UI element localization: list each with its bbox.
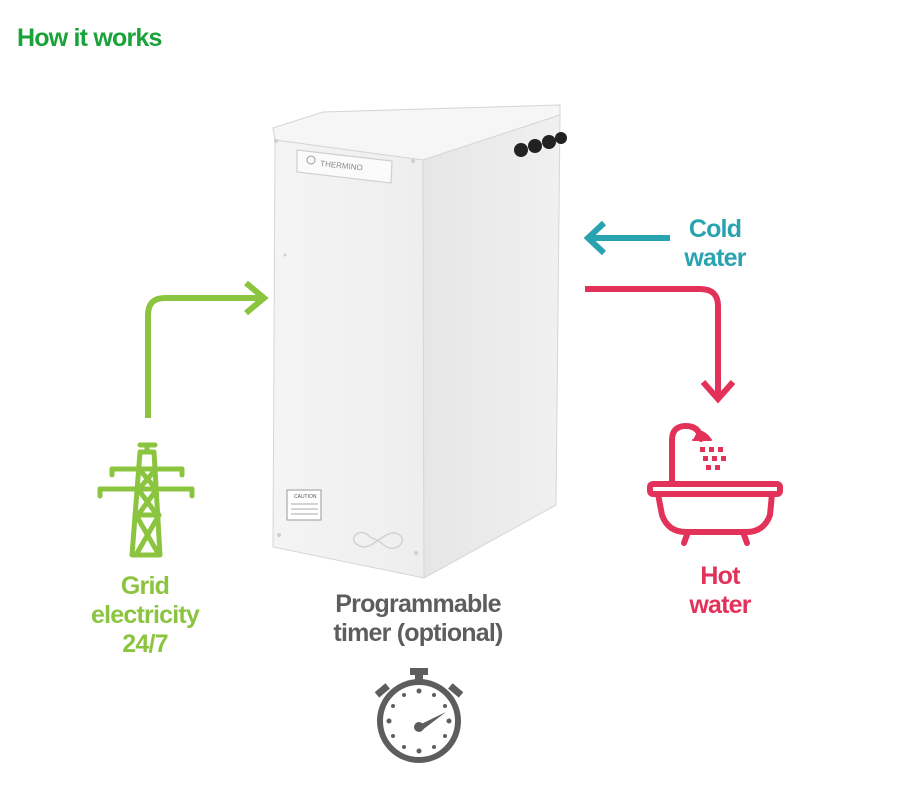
- grid-label-line3: 24/7: [122, 630, 168, 658]
- brand-text: THERMINO: [320, 159, 363, 172]
- timer-label-line1: Programmable: [335, 590, 501, 618]
- hot-water-label-line1: Hot: [700, 562, 740, 590]
- storage-unit: THERMINO CAUTION: [272, 104, 567, 579]
- power-pylon-icon: [97, 442, 195, 558]
- caution-label: CAUTION: [286, 489, 322, 521]
- grid-label-line2: electricity: [91, 601, 200, 629]
- pipe-connectors: [514, 132, 567, 157]
- bathtub-shower-icon: [647, 423, 783, 546]
- grid-arrow: [145, 295, 262, 418]
- grid-electricity-label: Grid electricity 24/7: [55, 572, 235, 659]
- cold-water-arrowhead: [583, 220, 607, 256]
- cold-water-label: Cold water: [660, 215, 770, 273]
- hot-water-label: Hot water: [665, 562, 775, 620]
- caution-text: CAUTION: [294, 494, 317, 500]
- page-title: How it works: [17, 24, 162, 52]
- timer-label: Programmable timer (optional): [298, 590, 538, 648]
- grid-arrowhead: [244, 280, 269, 316]
- cold-water-label-line2: water: [684, 244, 746, 272]
- shower-drops: [700, 447, 726, 470]
- cold-water-label-line1: Cold: [688, 215, 742, 243]
- timer-label-line2: timer (optional): [333, 619, 503, 647]
- hot-water-label-line2: water: [689, 591, 751, 619]
- infinity-icon: [353, 531, 404, 550]
- stopwatch-icon: [374, 668, 464, 763]
- brand-plate: THERMINO: [296, 149, 393, 184]
- hot-water-arrow: [585, 286, 721, 398]
- hot-water-arrowhead: [700, 380, 736, 404]
- grid-label-line1: Grid: [120, 572, 170, 600]
